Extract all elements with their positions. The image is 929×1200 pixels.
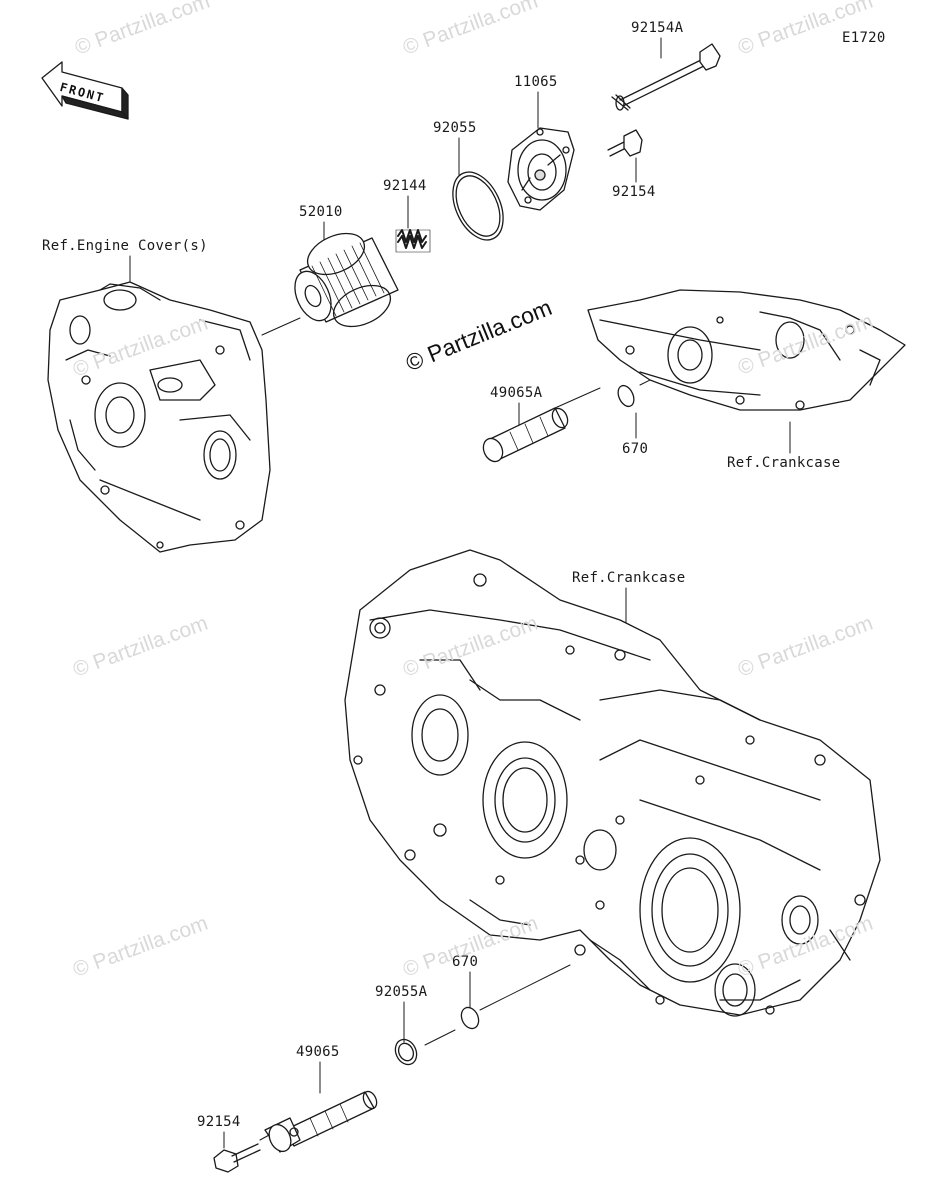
part-label-92144: 92144 <box>383 178 427 194</box>
front-arrow-icon <box>41 61 129 120</box>
part-label-670-bottom: 670 <box>452 954 479 970</box>
crankcase-upper <box>587 289 906 411</box>
o-ring-92055 <box>452 171 504 241</box>
part-label-92055: 92055 <box>433 120 477 136</box>
engine-cover <box>47 281 271 553</box>
part-label-92154-bottom: 92154 <box>197 1114 241 1130</box>
strainer-49065A <box>482 407 569 463</box>
o-ring-92055A <box>394 1038 418 1066</box>
bolt-92154A <box>611 43 721 111</box>
part-label-49065: 49065 <box>296 1044 340 1060</box>
ref-crankcase-lower: Ref.Crankcase <box>572 570 686 586</box>
part-label-92154-top: 92154 <box>612 184 656 200</box>
part-label-92055A: 92055A <box>375 984 428 1000</box>
oil-filter-52010 <box>294 232 399 328</box>
part-label-92154A: 92154A <box>631 20 684 36</box>
o-ring-670-top <box>617 384 635 408</box>
oil-pump-cover-11065 <box>507 127 575 211</box>
diagram-code: E1720 <box>842 30 886 46</box>
strainer-49065 <box>264 1090 378 1153</box>
part-label-49065A: 49065A <box>490 385 543 401</box>
part-label-670-top: 670 <box>622 441 649 457</box>
part-label-52010: 52010 <box>299 204 343 220</box>
spring-92144 <box>395 229 431 253</box>
o-ring-670-bottom <box>460 1006 480 1030</box>
ref-crankcase-upper: Ref.Crankcase <box>727 455 841 471</box>
ref-engine-cover: Ref.Engine Cover(s) <box>42 238 208 254</box>
crankcase-main <box>344 549 881 1017</box>
bolt-92154-bottom <box>213 1143 261 1173</box>
bolt-92154-top <box>607 129 643 157</box>
part-label-11065: 11065 <box>514 74 558 90</box>
